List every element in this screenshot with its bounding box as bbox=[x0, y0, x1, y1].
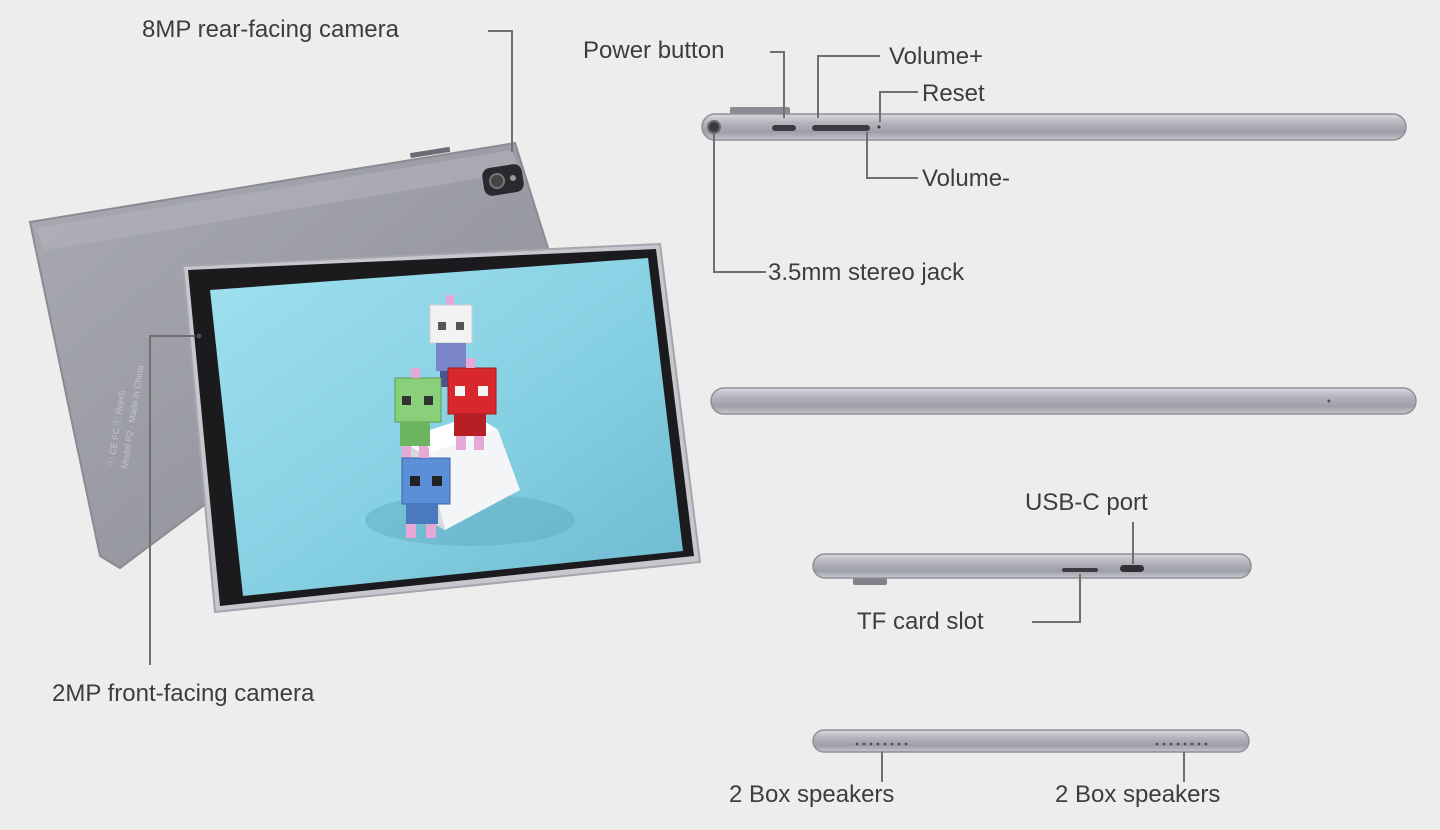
front-camera-lens-icon bbox=[196, 333, 202, 339]
rear-camera-lens-icon bbox=[482, 164, 524, 196]
speakers-left-label: 2 Box speakers bbox=[729, 781, 895, 808]
power-button bbox=[772, 125, 796, 131]
cube-characters-artwork bbox=[394, 295, 520, 538]
power-button-label: Power button bbox=[583, 37, 725, 64]
speaker-grille-right-icon bbox=[1155, 742, 1208, 746]
rear-camera-label: 8MP rear-facing camera bbox=[142, 16, 399, 43]
tf-card-slot bbox=[1062, 568, 1098, 572]
speaker-grille-left-icon bbox=[855, 742, 908, 746]
tablet-front-view bbox=[181, 242, 702, 614]
volume-down-label: Volume- bbox=[922, 165, 1011, 192]
usb-c-port-label: USB-C port bbox=[1025, 489, 1148, 516]
leader-lines bbox=[149, 30, 1185, 782]
reset-label: Reset bbox=[922, 80, 985, 107]
volume-up-label: Volume+ bbox=[889, 43, 984, 70]
front-camera-label: 2MP front-facing camera bbox=[52, 680, 315, 707]
reset-pinhole bbox=[877, 125, 881, 129]
tablet-speaker-edge-view bbox=[812, 729, 1250, 753]
tablet-bottom-edge-view bbox=[812, 553, 1252, 585]
volume-rocker bbox=[812, 125, 870, 131]
speakers-right-label: 2 Box speakers bbox=[1055, 781, 1221, 808]
usb-c-port bbox=[1120, 565, 1144, 572]
tablet-side-edge-view bbox=[710, 387, 1417, 415]
tf-card-slot-label: TF card slot bbox=[857, 608, 984, 635]
stereo-jack-label: 3.5mm stereo jack bbox=[768, 259, 965, 286]
stereo-jack-port bbox=[707, 120, 721, 134]
tablet-top-edge-view bbox=[701, 107, 1407, 141]
